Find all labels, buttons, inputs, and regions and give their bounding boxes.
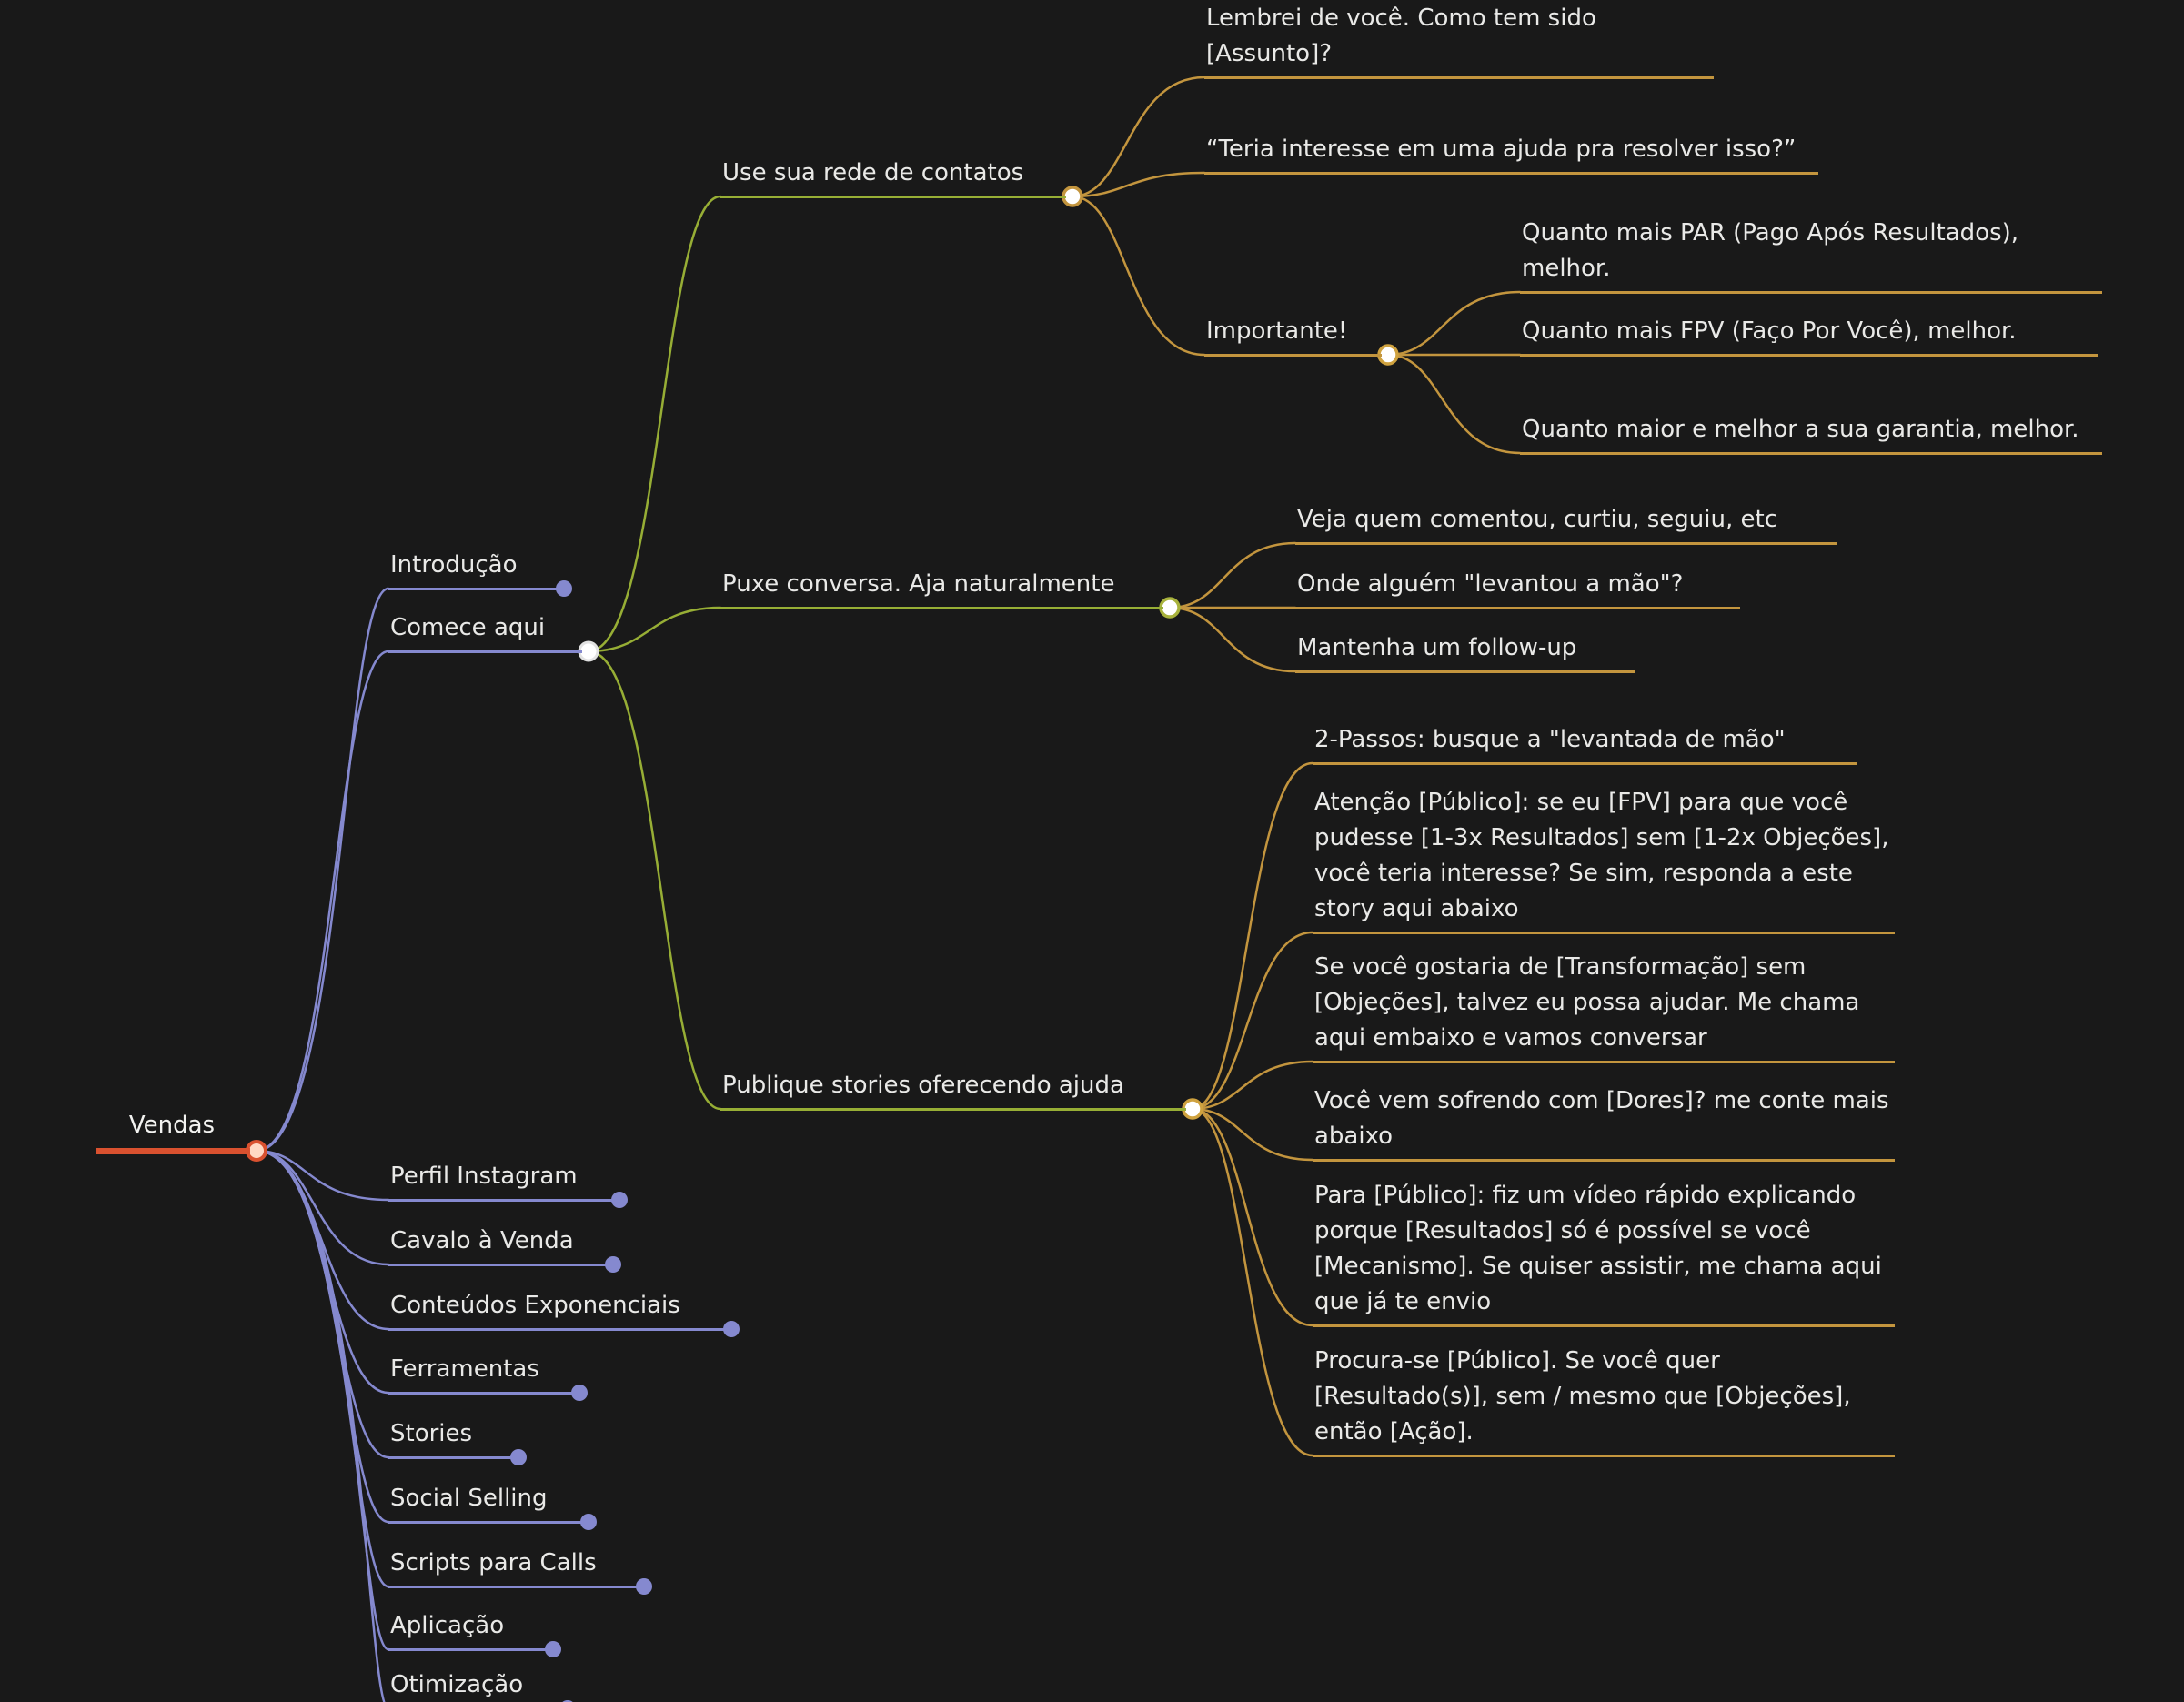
- node-veja-quem-comentou[interactable]: Veja quem comentou, curtiu, seguiu, etc: [1295, 502, 1837, 545]
- puxe-node-circle[interactable]: [1159, 597, 1181, 619]
- cavalo-node-circle[interactable]: [605, 1256, 621, 1273]
- node-teria-interesse[interactable]: “Teria interesse em uma ajuda pra resolv…: [1204, 132, 1818, 175]
- conteudos-node-circle[interactable]: [723, 1321, 740, 1337]
- link-root-comece: [255, 650, 390, 1153]
- node-ferramentas[interactable]: Ferramentas: [388, 1352, 573, 1395]
- aplicacao-node-circle[interactable]: [545, 1641, 561, 1657]
- link-rede-lembrei: [1071, 76, 1206, 198]
- node-onde-alguem-levantou[interactable]: Onde alguém "levantou a mão"?: [1295, 567, 1740, 609]
- node-vendas[interactable]: Vendas: [96, 1108, 250, 1154]
- node-puxe-conversa[interactable]: Puxe conversa. Aja naturalmente: [720, 567, 1163, 609]
- comece-node-circle[interactable]: [578, 640, 599, 662]
- node-otimizacao[interactable]: Otimização: [388, 1667, 561, 1702]
- link-publique-sofrendo: [1191, 1107, 1314, 1162]
- node-quanto-mais-par[interactable]: Quanto mais PAR (Pago Após Resultados), …: [1520, 216, 2102, 294]
- link-publique-procura: [1191, 1107, 1314, 1457]
- node-para-publico-video[interactable]: Para [Público]: fiz um vídeo rápido expl…: [1313, 1178, 1895, 1327]
- link-publique-se-voce: [1191, 1060, 1314, 1111]
- publique-node-circle[interactable]: [1182, 1098, 1203, 1120]
- node-lembrei-de-voce[interactable]: Lembrei de você. Como tem sido [Assunto]…: [1204, 1, 1714, 79]
- ferramentas-node-circle[interactable]: [571, 1385, 588, 1401]
- node-dois-passos[interactable]: 2-Passos: busque a "levantada de mão": [1313, 722, 1857, 765]
- link-importante-par: [1386, 290, 1522, 357]
- link-root-ferramentas: [255, 1149, 390, 1395]
- node-se-voce-gostaria[interactable]: Se você gostaria de [Transformação] sem …: [1313, 950, 1895, 1063]
- link-comece-rede: [587, 195, 722, 653]
- node-stories[interactable]: Stories: [388, 1416, 512, 1459]
- node-quanto-maior-garantia[interactable]: Quanto maior e melhor a sua garantia, me…: [1520, 412, 2102, 455]
- scripts-node-circle[interactable]: [636, 1578, 652, 1595]
- link-root-conteudos: [255, 1149, 390, 1331]
- node-conteudos-exponenciais[interactable]: Conteúdos Exponenciais: [388, 1288, 725, 1331]
- link-rede-teria: [1071, 171, 1206, 198]
- perfil-node-circle[interactable]: [611, 1192, 628, 1208]
- node-aplicacao[interactable]: Aplicação: [388, 1608, 547, 1651]
- rede-node-circle[interactable]: [1062, 186, 1083, 207]
- root-node-circle[interactable]: [246, 1140, 267, 1162]
- node-atencao-publico[interactable]: Atenção [Público]: se eu [FPV] para que …: [1313, 785, 1895, 934]
- link-root-stories: [255, 1149, 390, 1459]
- link-importante-garantia: [1386, 353, 1522, 455]
- node-use-sua-rede[interactable]: Use sua rede de contatos: [720, 156, 1066, 198]
- node-introducao[interactable]: Introdução: [388, 548, 558, 590]
- node-cavalo-a-venda[interactable]: Cavalo à Venda: [388, 1224, 607, 1266]
- node-social-selling[interactable]: Social Selling: [388, 1481, 582, 1524]
- social-node-circle[interactable]: [580, 1514, 597, 1530]
- link-root-otimizacao: [255, 1149, 386, 1702]
- importante-node-circle[interactable]: [1377, 344, 1399, 366]
- node-quanto-mais-fpv[interactable]: Quanto mais FPV (Faço Por Você), melhor.: [1520, 314, 2098, 357]
- link-puxe-followup: [1168, 606, 1297, 673]
- node-comece-aqui[interactable]: Comece aqui: [388, 610, 582, 653]
- node-perfil-instagram[interactable]: Perfil Instagram: [388, 1159, 613, 1202]
- link-comece-puxe: [587, 606, 722, 653]
- link-publique-dois-passos: [1191, 761, 1314, 1111]
- stories-node-circle[interactable]: [510, 1449, 527, 1465]
- link-root-perfil: [255, 1149, 390, 1202]
- node-procura-se-publico[interactable]: Procura-se [Público]. Se você quer [Resu…: [1313, 1344, 1895, 1457]
- link-publique-para: [1191, 1107, 1314, 1327]
- node-scripts-para-calls[interactable]: Scripts para Calls: [388, 1546, 638, 1588]
- node-voce-vem-sofrendo[interactable]: Você vem sofrendo com [Dores]? me conte …: [1313, 1083, 1895, 1162]
- node-publique-stories[interactable]: Publique stories oferecendo ajuda: [720, 1068, 1186, 1111]
- link-rede-importante: [1071, 195, 1206, 357]
- link-root-introducao: [255, 587, 390, 1153]
- link-root-scripts: [255, 1149, 390, 1588]
- node-importante[interactable]: Importante!: [1204, 314, 1382, 357]
- link-publique-atencao: [1191, 931, 1314, 1111]
- link-root-social: [255, 1149, 390, 1524]
- link-comece-publique: [587, 650, 722, 1111]
- node-mantenha-follow-up[interactable]: Mantenha um follow-up: [1295, 630, 1635, 673]
- link-puxe-veja: [1168, 541, 1297, 609]
- introducao-node-circle[interactable]: [556, 580, 572, 597]
